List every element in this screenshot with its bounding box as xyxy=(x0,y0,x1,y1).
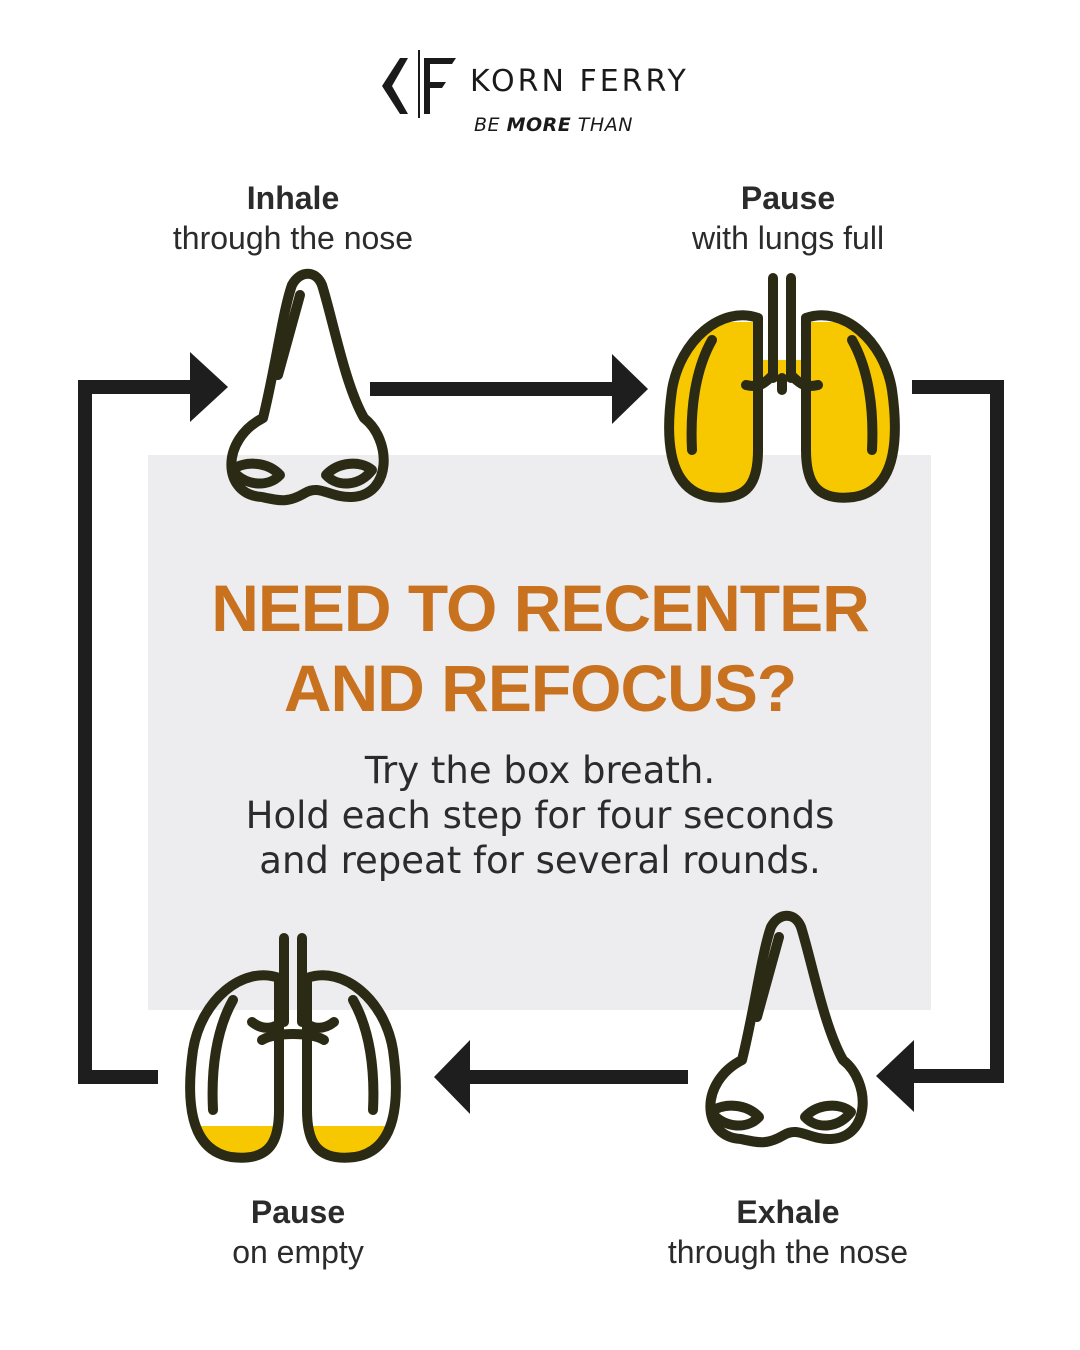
korn-ferry-logo-icon xyxy=(382,50,456,118)
brand-tagline: BE MORE THAN xyxy=(474,114,633,136)
inhale-subtitle: through the nose xyxy=(172,220,414,256)
tagline-suffix: THAN xyxy=(571,114,633,136)
exhale-nose-icon xyxy=(705,910,868,1148)
arrow-pause-to-exhale xyxy=(876,380,1004,1112)
pause-full-title: Pause xyxy=(740,180,836,216)
tagline-prefix: BE xyxy=(474,114,507,136)
brand-name: KORN FERRY xyxy=(470,64,689,99)
arrow-exhale-to-pause xyxy=(434,1040,688,1114)
body-line-1: Try the box breath. xyxy=(364,749,716,792)
headline-line-1: NEED TO RECENTER xyxy=(211,571,870,645)
tagline-bold: MORE xyxy=(506,114,572,136)
empty-lungs-icon xyxy=(185,933,401,1163)
full-lungs-icon xyxy=(664,273,900,503)
body-line-3: and repeat for several rounds. xyxy=(259,839,821,882)
pause-empty-title: Pause xyxy=(250,1194,346,1230)
exhale-subtitle: through the nose xyxy=(667,1234,909,1270)
headline-line-2: AND REFOCUS? xyxy=(283,651,797,725)
arrow-inhale-to-pause xyxy=(370,354,648,424)
exhale-title: Exhale xyxy=(736,1194,840,1230)
body-line-2: Hold each step for four seconds xyxy=(245,794,835,837)
pause-full-subtitle: with lungs full xyxy=(691,220,885,256)
pause-empty-subtitle: on empty xyxy=(232,1234,364,1270)
arrow-pause-to-inhale xyxy=(78,352,228,1084)
inhale-title: Inhale xyxy=(246,180,340,216)
center-panel xyxy=(148,455,931,1010)
inhale-nose-icon xyxy=(226,268,389,506)
